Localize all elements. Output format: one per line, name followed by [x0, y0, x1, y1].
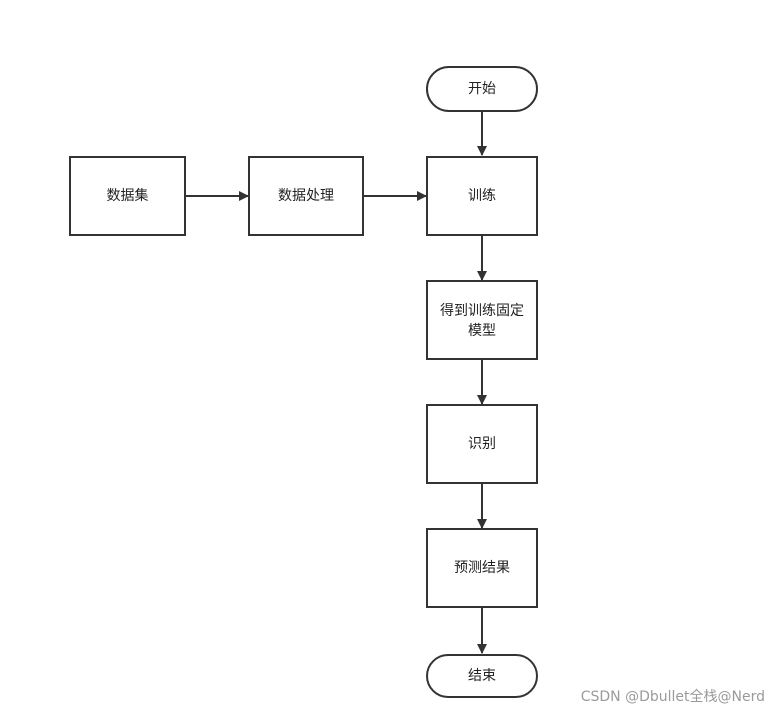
csdn-watermark: CSDN @Dbullet全栈@Nerd — [580, 689, 765, 705]
node-dataset-label: 数据集 — [107, 187, 149, 204]
node-model-label-line2: 模型 — [468, 323, 496, 339]
node-predict-label: 预测结果 — [454, 560, 510, 576]
node-model-label-line1: 得到训练固定 — [440, 302, 524, 319]
edges — [185, 111, 487, 654]
node-dataset: 数据集 — [69, 156, 186, 236]
node-recognize-label: 识别 — [468, 436, 496, 452]
node-train: 训练 — [426, 156, 538, 236]
node-recognize: 识别 — [426, 404, 538, 484]
node-preprocess-label: 数据处理 — [278, 188, 334, 204]
node-train-label: 训练 — [468, 188, 496, 204]
node-end-label: 结束 — [468, 668, 496, 684]
node-start: 开始 — [426, 66, 538, 112]
node-start-label: 开始 — [468, 81, 496, 97]
node-preprocess: 数据处理 — [248, 156, 364, 236]
node-end: 结束 — [426, 654, 538, 698]
node-predict: 预测结果 — [426, 528, 538, 608]
node-model: 得到训练固定 模型 — [426, 280, 538, 360]
